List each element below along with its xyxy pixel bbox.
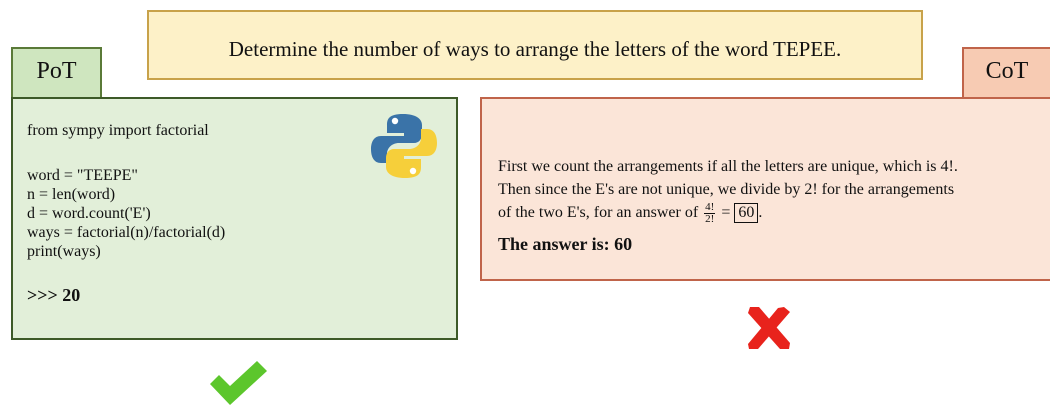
question-box: Determine the number of ways to arrange … — [147, 10, 923, 80]
fraction: 4!2! — [704, 200, 716, 225]
cross-mark-icon — [748, 307, 790, 349]
check-mark-icon — [210, 361, 267, 405]
code-line-word: word = "TEEPE" — [27, 167, 138, 184]
cot-line-3-prefix: of the two E's, for an answer of — [498, 204, 699, 221]
pot-label: PoT — [11, 47, 102, 97]
cot-line-3: of the two E's, for an answer of 4!2! = … — [498, 201, 1043, 225]
code-line-import: from sympy import factorial — [27, 122, 209, 139]
code-line-d: d = word.count('E') — [27, 205, 151, 222]
cot-explanation: First we count the arrangements if all t… — [498, 155, 1043, 225]
cot-line-1: First we count the arrangements if all t… — [498, 158, 958, 175]
code-line-print: print(ways) — [27, 243, 101, 260]
python-logo-icon — [371, 114, 437, 178]
cot-final-answer: The answer is: 60 — [498, 234, 633, 254]
fraction-denominator: 2! — [705, 212, 715, 225]
cot-panel: First we count the arrangements if all t… — [480, 97, 1050, 281]
cot-line-2: Then since the E's are not unique, we di… — [498, 181, 955, 198]
cot-label: CoT — [962, 47, 1050, 97]
question-text: Determine the number of ways to arrange … — [228, 37, 842, 61]
pot-panel: from sympy import factorial word = "TEEP… — [11, 97, 458, 340]
equals-sign: = — [721, 204, 731, 221]
cot-line-3-suffix: . — [758, 204, 763, 221]
fraction-numerator: 4! — [704, 200, 716, 214]
boxed-answer: 60 — [734, 203, 759, 223]
code-line-ways: ways = factorial(n)/factorial(d) — [27, 224, 226, 241]
code-output: >>> 20 — [27, 285, 81, 305]
code-line-n: n = len(word) — [27, 186, 116, 203]
